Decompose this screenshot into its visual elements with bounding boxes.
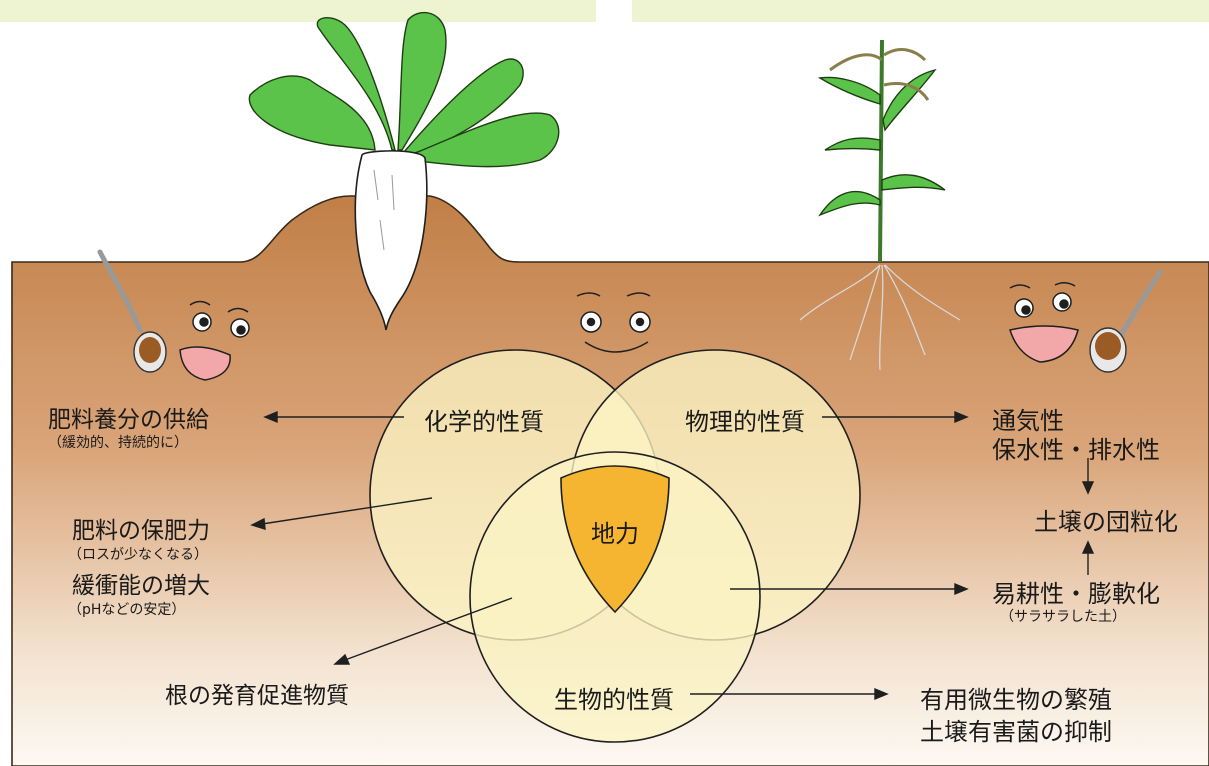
soil-aggregation-label: 土壌の団粒化	[1034, 502, 1178, 537]
biological-property-label: 生物的性質	[554, 680, 674, 715]
fertilizer-retention-label: 肥料の保肥力	[72, 511, 210, 545]
soil-fertility-label: 地力	[591, 514, 639, 549]
fertilizer-retention-note: （ロスが少なくなる）	[68, 544, 208, 564]
fertilizer-supply-note: （緩効的、持続的に）	[48, 432, 188, 452]
root-growth-label: 根の発育促進物質	[165, 676, 349, 710]
fertilizer-supply-label: 肥料養分の供給	[48, 400, 209, 434]
buffer-capacity-note: （pHなどの安定）	[68, 599, 185, 619]
tillability-note: （サラサラした土）	[1000, 606, 1126, 626]
physical-property-label: 物理的性質	[685, 402, 805, 437]
pathogen-suppression-label: 土壌有害菌の抑制	[920, 712, 1112, 747]
tillability-label: 易耕性・膨軟化	[992, 574, 1160, 609]
beneficial-microbes-label: 有用微生物の繁殖	[920, 680, 1112, 715]
water-retention-label: 保水性・排水性	[992, 430, 1160, 465]
buffer-capacity-label: 緩衝能の増大	[72, 566, 210, 600]
chemical-property-label: 化学的性質	[424, 402, 544, 437]
